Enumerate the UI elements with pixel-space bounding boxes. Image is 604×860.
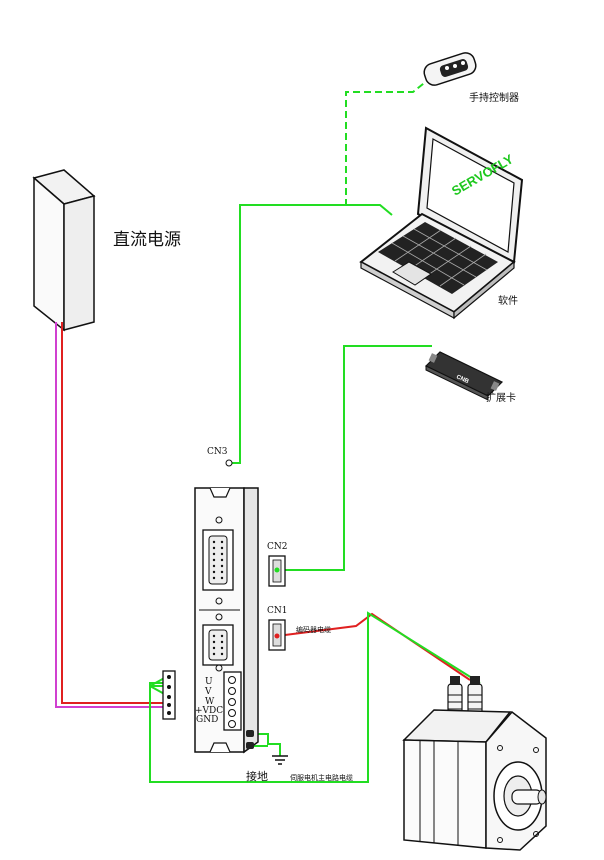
expansion-card-label: 扩展卡 [486, 391, 516, 404]
cn3-cable [231, 79, 429, 464]
cn2-label: CN2 [267, 542, 288, 552]
cn3-label: CN3 [207, 447, 228, 457]
ground-label: 接地 [246, 770, 268, 783]
cn2-port [268, 555, 286, 587]
cn1-port [268, 619, 286, 651]
card-marking: CNB [455, 374, 470, 385]
terminal-vdc-label: +VDC [195, 706, 223, 716]
cn1-label: CN1 [267, 606, 288, 616]
dc-power-label: 直流电源 [113, 230, 181, 250]
motor-power-cable [149, 611, 481, 783]
encoder-cable [276, 612, 471, 681]
terminal-gnd-label: GND [196, 715, 218, 725]
servo-driver [194, 487, 259, 754]
software-label: 软件 [498, 294, 518, 307]
power-wires [55, 322, 167, 708]
cn2-cable [277, 345, 432, 571]
servo-motor-icon [402, 676, 547, 851]
cn3-port [225, 459, 233, 467]
terminal-v-label: V [204, 687, 212, 697]
ground-wire [253, 733, 288, 765]
terminal-u-label: U [205, 677, 213, 687]
motor-power-cable-label: 伺服电机主电路电缆 [290, 773, 353, 782]
power-terminal-block [162, 670, 176, 720]
terminal-w-label: W [205, 697, 215, 707]
handheld-controller-icon [423, 52, 477, 86]
encoder-cable-label: 编码器电缆 [296, 625, 331, 634]
dc-power-supply [32, 169, 96, 332]
expansion-card-icon [424, 351, 504, 401]
handheld-controller-label: 手持控制器 [469, 91, 519, 104]
laptop-icon [359, 126, 524, 320]
